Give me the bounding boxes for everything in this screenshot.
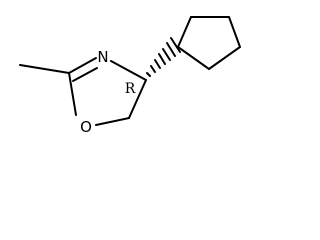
cyclopentane-ring — [176, 16, 242, 71]
bond-o1-c2 — [68, 72, 77, 116]
chemical-structure: N O R — [19, 16, 242, 136]
bond-c2-n3 — [68, 57, 97, 74]
stereo-descriptor-label: R — [125, 81, 136, 97]
bond-c4-c5 — [128, 79, 147, 119]
hashed-wedge-bond — [146, 37, 181, 77]
oxygen-atom-label: O — [80, 118, 92, 136]
bond-c5-o1 — [95, 117, 130, 126]
nitrogen-atom-label: N — [97, 48, 108, 66]
bond-methyl-c2 — [19, 64, 70, 74]
bond-c2-n3-double — [72, 67, 98, 82]
bond-n3-c4 — [110, 60, 147, 81]
